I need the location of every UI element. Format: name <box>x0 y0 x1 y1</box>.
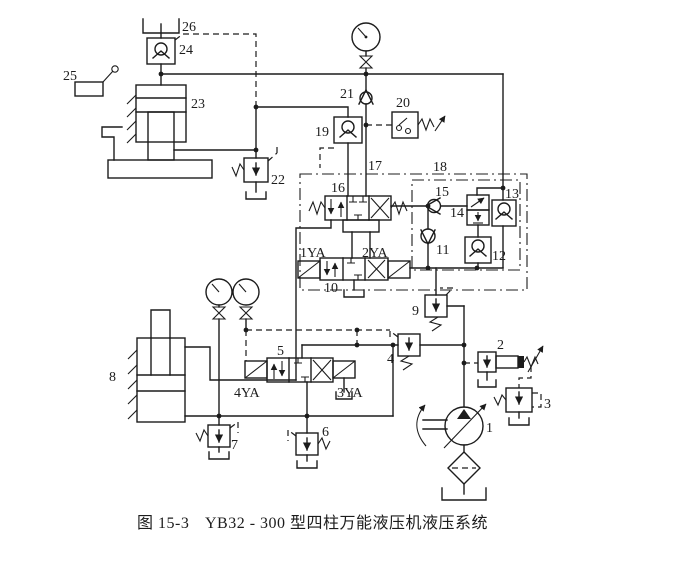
relief-valve-6: 6 <box>287 415 331 469</box>
directional-valve-16: 16 <box>295 181 427 381</box>
pressure-valve-4: 4 <box>301 330 467 371</box>
label-17: 17 <box>368 159 382 174</box>
remote-relief-valve-3: 3 <box>493 366 551 426</box>
label-3ya: 3YA <box>337 386 364 401</box>
label-14: 14 <box>450 206 464 221</box>
ejector-cylinder-8: 8 <box>109 309 297 423</box>
label-21: 21 <box>340 87 354 102</box>
block-return-rail <box>425 265 504 296</box>
label-6: 6 <box>322 425 329 440</box>
label-22: 22 <box>271 173 285 188</box>
top-tank-26: 26 <box>142 18 196 39</box>
cartridge-valve-13: 13 <box>491 187 519 269</box>
main-lines-top <box>158 71 506 201</box>
figure-caption: 图 15-3 YB32 - 300 型四柱万能液压机液压系统 <box>137 514 488 532</box>
prefill-valve-24: 24 <box>146 33 257 107</box>
support-valve-19: 19 <box>315 116 363 197</box>
label-4ya: 4YA <box>234 386 261 401</box>
caption-figure-no: 图 15-3 <box>137 515 189 532</box>
solenoid-valve-10: 1YA 2YA 10 <box>297 246 429 298</box>
label-12: 12 <box>492 249 506 264</box>
manifold-block-17: 17 <box>299 159 528 291</box>
gauge-station <box>205 278 390 417</box>
variable-pump-1: 1 <box>416 305 493 501</box>
label-1: 1 <box>486 421 493 436</box>
label-26: 26 <box>182 20 196 35</box>
pilot-valve-14: 14 <box>450 194 490 238</box>
label-8: 8 <box>109 370 116 385</box>
manifold-block-18: 18 <box>411 160 521 271</box>
label-13: 13 <box>505 187 519 202</box>
label-9: 9 <box>412 304 419 319</box>
label-3: 3 <box>544 397 551 412</box>
caption-title: YB32 - 300 型四柱万能液压机液压系统 <box>205 514 488 532</box>
label-1ya: 1YA <box>300 246 327 261</box>
relief-valve-7: 7 <box>195 415 239 460</box>
label-4: 4 <box>387 352 394 367</box>
label-2: 2 <box>497 338 504 353</box>
pressure-valve-9: 9 <box>412 287 465 332</box>
label-5: 5 <box>277 344 284 359</box>
label-23: 23 <box>191 97 205 112</box>
label-16: 16 <box>331 181 345 196</box>
label-11: 11 <box>436 243 449 258</box>
pressure-switch-20: 20 <box>366 96 446 139</box>
label-20: 20 <box>396 96 410 111</box>
press-cylinder-23: 23 <box>101 84 213 179</box>
pressure-gauge-top <box>351 22 381 91</box>
directional-valve-5: 5 4YA 3YA <box>234 344 364 417</box>
label-24: 24 <box>179 43 193 58</box>
label-15: 15 <box>435 185 449 200</box>
stroke-switch-25: 25 <box>63 65 119 97</box>
cartridge-valve-12: 12 <box>464 236 506 269</box>
check-valve-11: 11 <box>420 203 449 269</box>
relief-valve-22: 22 <box>231 144 285 200</box>
label-25: 25 <box>63 69 77 84</box>
pump-control-valve-2: 2 <box>464 338 544 388</box>
label-19: 19 <box>315 125 329 140</box>
check-valve-21: 21 <box>340 87 374 197</box>
label-7: 7 <box>231 438 238 453</box>
label-10: 10 <box>324 281 338 296</box>
label-2ya: 2YA <box>362 246 389 261</box>
label-18: 18 <box>433 160 447 175</box>
